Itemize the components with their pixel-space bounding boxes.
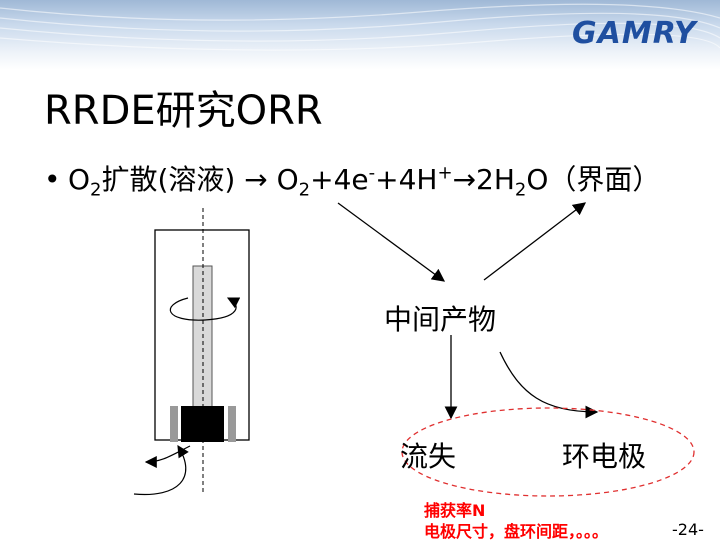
label-intermediate: 中间产物 (384, 303, 497, 336)
flow-arrow-up (133, 444, 189, 496)
superscript: - (368, 162, 376, 184)
text-protons: +4H (375, 163, 438, 196)
subscript: 2 (514, 179, 527, 201)
arrow-to-ring (499, 351, 599, 419)
bullet-icon: • (44, 163, 61, 196)
label-ring-electrode: 环电极 (562, 440, 647, 473)
text-o: O (68, 163, 91, 196)
bullet-reaction: •O2扩散(溶液) → O2+4e-+4H+→2H2O（界面） (44, 158, 660, 201)
rotation-arrow (169, 297, 241, 321)
note-collection-efficiency: 捕获率N (424, 501, 486, 520)
subscript: 2 (298, 179, 311, 201)
superscript: + (437, 162, 453, 184)
arrow-to-water (483, 202, 587, 281)
flow-arrow-left (144, 445, 191, 468)
slide-title: RRDE研究ORR (44, 88, 323, 134)
note-factors: 电极尺寸，盘环间距，。。。 (424, 522, 609, 541)
header-decoration (0, 3, 720, 51)
text-diffusion: 扩散(溶液) → O (101, 163, 299, 196)
subscript: 2 (90, 179, 102, 201)
text-interface: O（界面） (526, 163, 661, 196)
gamry-logo: GAMRY (572, 16, 697, 51)
ring-electrode-left (170, 406, 178, 442)
text-water: →2H (452, 163, 515, 196)
text-electrons: +4e (310, 163, 369, 196)
highlight-ellipse (401, 407, 695, 497)
page-number: -24- (672, 520, 704, 539)
ring-electrode-right (228, 406, 236, 442)
label-loss: 流失 (400, 440, 457, 473)
arrow-to-intermediate (337, 202, 446, 282)
